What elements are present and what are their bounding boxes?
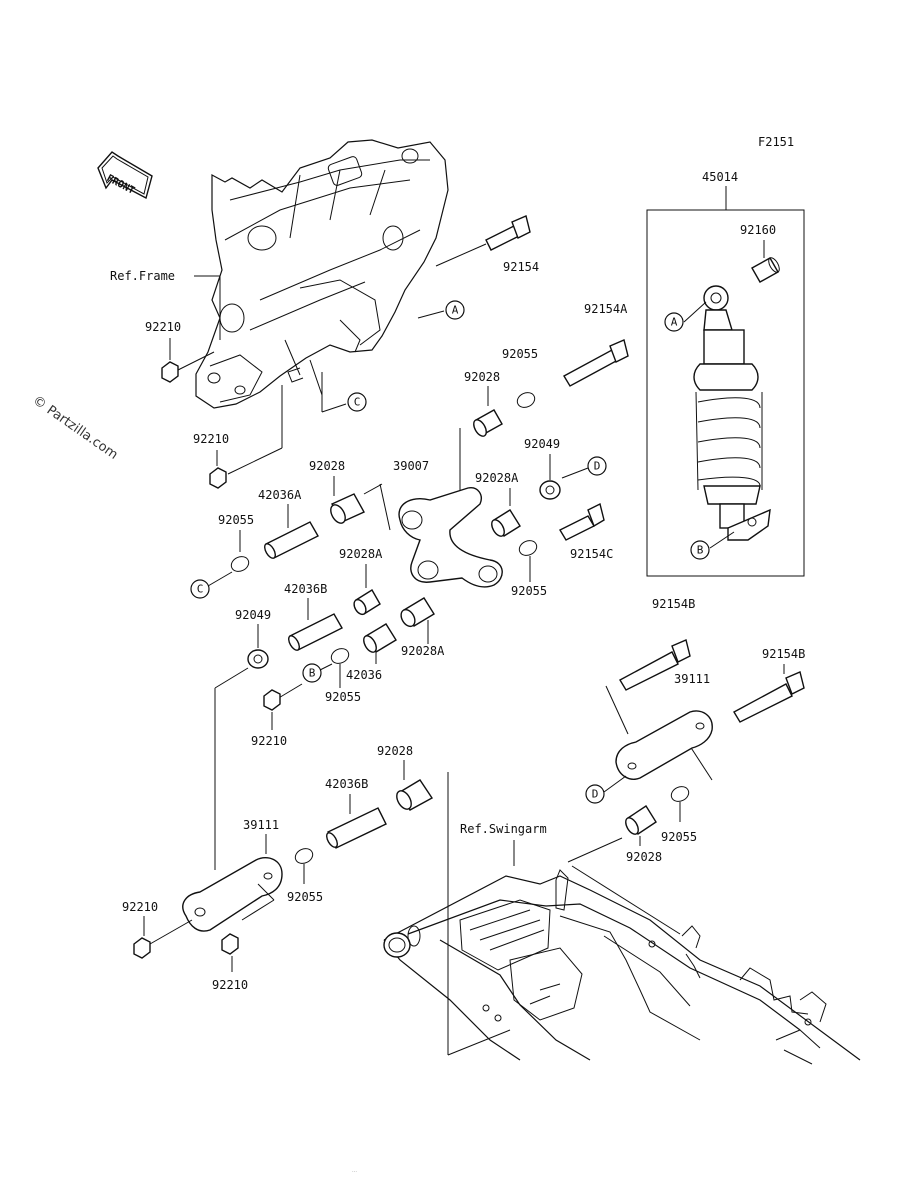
label-92028-4: 92028 bbox=[626, 850, 662, 864]
shock-box bbox=[646, 209, 805, 577]
o-ring-92055-5 bbox=[294, 848, 314, 864]
label-92055-1: 92055 bbox=[502, 347, 538, 361]
o-ring-92055-1 bbox=[516, 392, 536, 408]
callout-a-frame bbox=[445, 300, 465, 320]
label-92154C: 92154C bbox=[570, 547, 613, 561]
collar-92028-4 bbox=[625, 805, 657, 835]
front-arrow-icon: FRONT bbox=[97, 151, 153, 200]
collar-92028-3 bbox=[396, 779, 434, 811]
tie-rod-39111-1 bbox=[182, 856, 283, 932]
callout-a-shock bbox=[664, 312, 684, 332]
callout-c-link bbox=[190, 579, 210, 599]
collar-92160 bbox=[751, 257, 780, 283]
nut-92210-5 bbox=[221, 933, 239, 955]
nut-92210-4 bbox=[133, 937, 151, 959]
label-42036B-2: 42036B bbox=[325, 777, 368, 791]
label-42036A: 42036A bbox=[258, 488, 302, 502]
nut-92210-1 bbox=[161, 361, 179, 383]
washer-92049-2 bbox=[247, 649, 269, 669]
label-92049-2: 92049 bbox=[235, 608, 271, 622]
label-92055-2: 92055 bbox=[511, 584, 547, 598]
label-92028A-1: 92028A bbox=[475, 471, 519, 485]
shock-absorber bbox=[693, 285, 771, 541]
o-ring-92055-6 bbox=[670, 786, 690, 802]
callout-c-link-label: C bbox=[197, 583, 204, 596]
label-92210-4: 92210 bbox=[122, 900, 158, 914]
o-ring-92055-4 bbox=[330, 648, 350, 664]
label-39111-2: 39111 bbox=[674, 672, 710, 686]
sleeve-42036B-1 bbox=[288, 613, 343, 651]
label-92049-1: 92049 bbox=[524, 437, 560, 451]
label-92055-6: 92055 bbox=[661, 830, 697, 844]
label-92154: 92154 bbox=[503, 260, 539, 274]
watermark: © Partzilla.com bbox=[30, 393, 121, 463]
nut-92210-3 bbox=[263, 689, 281, 711]
callout-c-frame bbox=[347, 392, 367, 412]
washer-92049-1 bbox=[539, 480, 561, 500]
collar-92028A-1 bbox=[491, 509, 521, 537]
callout-a-frame-label: A bbox=[452, 304, 459, 317]
bolt-92154 bbox=[435, 215, 531, 267]
collar-92028-2 bbox=[330, 493, 365, 524]
callout-b-link bbox=[302, 663, 322, 683]
label-92154A: 92154A bbox=[584, 302, 628, 316]
ref-frame-label: Ref.Frame bbox=[110, 269, 175, 283]
label-92210-2: 92210 bbox=[193, 432, 229, 446]
callout-d-rod bbox=[585, 784, 605, 804]
bolt-92154B-1 bbox=[619, 639, 691, 691]
o-ring-92055-2 bbox=[518, 540, 538, 556]
label-92055-3: 92055 bbox=[218, 513, 254, 527]
label-92028-2: 92028 bbox=[309, 459, 345, 473]
label-39111-1: 39111 bbox=[243, 818, 279, 832]
label-42036B-1: 42036B bbox=[284, 582, 327, 596]
label-92210-3: 92210 bbox=[251, 734, 287, 748]
label-42036: 42036 bbox=[346, 668, 382, 682]
nut-92210-2 bbox=[209, 467, 227, 489]
bolt-92154C bbox=[559, 502, 605, 541]
footer-text: … bbox=[352, 1168, 357, 1174]
swingarm-drawing bbox=[383, 869, 861, 1065]
o-ring-92055-3 bbox=[230, 556, 250, 572]
label-45014: 45014 bbox=[702, 170, 738, 184]
bolt-92154B-2 bbox=[733, 671, 805, 723]
collar-42036 bbox=[363, 623, 397, 653]
label-92154B-1: 92154B bbox=[652, 597, 695, 611]
label-92028-1: 92028 bbox=[464, 370, 500, 384]
label-92028A-3: 92028A bbox=[401, 644, 445, 658]
callout-a-shock-label: A bbox=[671, 316, 678, 329]
frame-drawing bbox=[195, 139, 449, 409]
callout-d-rod-label: D bbox=[592, 788, 599, 801]
label-92210-5: 92210 bbox=[212, 978, 248, 992]
label-92028A-2: 92028A bbox=[339, 547, 383, 561]
sleeve-42036A bbox=[264, 521, 319, 559]
link-39007 bbox=[398, 487, 503, 588]
callout-c-frame-label: C bbox=[354, 396, 361, 409]
collar-92028-1 bbox=[473, 409, 503, 437]
tie-rod-39111-2 bbox=[615, 710, 713, 780]
callout-d-link-label: D bbox=[594, 460, 601, 473]
label-39007: 39007 bbox=[393, 459, 429, 473]
collar-92028A-3 bbox=[400, 597, 435, 628]
ref-swingarm-label: Ref.Swingarm bbox=[460, 822, 547, 836]
label-92210-1: 92210 bbox=[145, 320, 181, 334]
callout-d-link bbox=[587, 456, 607, 476]
callout-b-shock-label: B bbox=[697, 544, 704, 557]
callout-b-shock bbox=[690, 540, 710, 560]
diagram-code: F2151 bbox=[758, 135, 794, 149]
label-92160: 92160 bbox=[740, 223, 776, 237]
label-92028-3: 92028 bbox=[377, 744, 413, 758]
bolt-92154A bbox=[563, 339, 629, 387]
label-92055-4: 92055 bbox=[325, 690, 361, 704]
collar-92028A-2 bbox=[353, 589, 381, 616]
callout-b-link-label: B bbox=[309, 667, 316, 680]
label-92055-5: 92055 bbox=[287, 890, 323, 904]
label-92154B-2: 92154B bbox=[762, 647, 805, 661]
sleeve-42036B-2 bbox=[326, 807, 387, 849]
